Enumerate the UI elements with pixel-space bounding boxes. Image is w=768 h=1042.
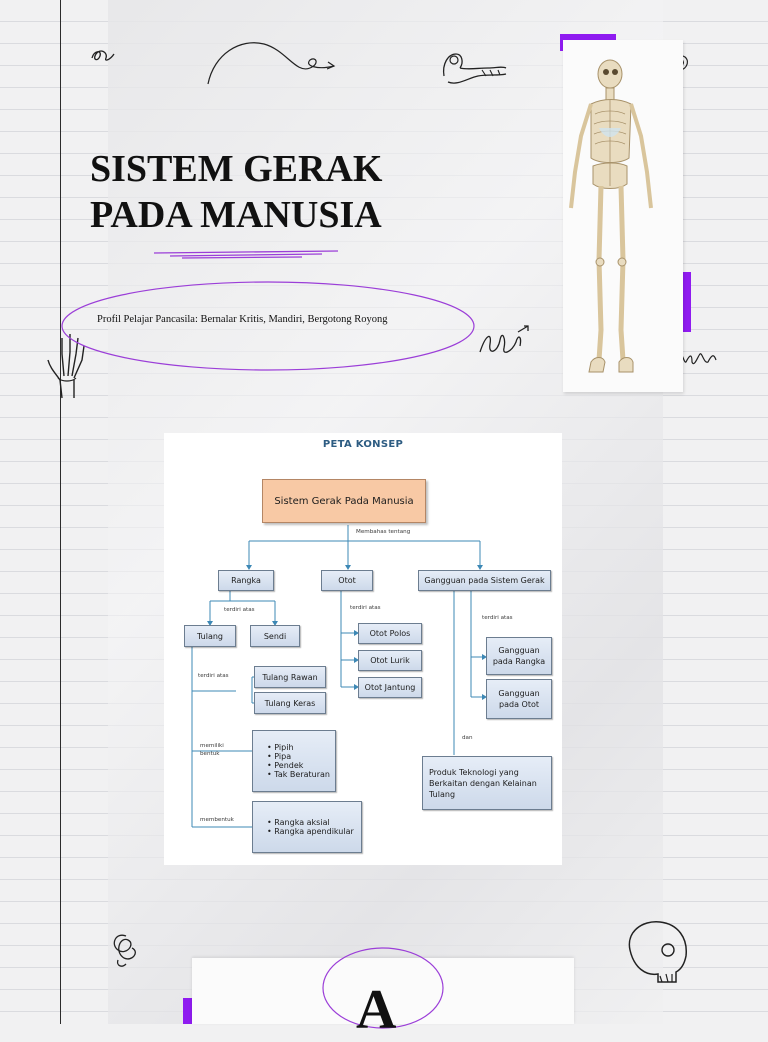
node-line: pada Otot bbox=[499, 700, 539, 709]
node-tulang-keras: Tulang Keras bbox=[254, 692, 326, 714]
concept-map: PETA KONSEP Sistem Gerak Pada Manusia Me… bbox=[164, 433, 562, 865]
loop-doodle-icon bbox=[479, 325, 529, 353]
node-otot: Otot bbox=[321, 570, 373, 591]
node-line: Gangguan bbox=[498, 689, 540, 698]
title-underline-scribble bbox=[153, 250, 339, 259]
node-line: Berkaitan dengan Kelainan bbox=[429, 778, 537, 788]
list-item: Tak Beraturan bbox=[267, 770, 330, 779]
page-title: SISTEM GERAK PADA MANUSIA bbox=[90, 146, 382, 238]
node-tulang-rawan: Tulang Rawan bbox=[254, 666, 326, 688]
node-line: Gangguan bbox=[498, 646, 540, 655]
node-otot-polos: Otot Polos bbox=[358, 623, 422, 644]
squiggle-icon bbox=[113, 934, 136, 967]
connector-label: terdiri atas bbox=[224, 607, 255, 613]
next-page-card bbox=[192, 958, 574, 1024]
hand-bones-icon bbox=[47, 334, 85, 399]
connector-label: bentuk bbox=[200, 751, 220, 757]
foot-bones-icon bbox=[442, 53, 507, 84]
node-tulang: Tulang bbox=[184, 625, 236, 647]
connector-label: Membahas tentang bbox=[356, 529, 411, 535]
node-gangguan-rangka: Gangguan pada Rangka bbox=[486, 637, 552, 675]
list-item: Pipih bbox=[267, 743, 330, 752]
concept-root-node: Sistem Gerak Pada Manusia bbox=[262, 479, 426, 523]
title-line-2: PADA MANUSIA bbox=[90, 194, 382, 236]
node-rangka-jenis: Rangka aksial Rangka apendikular bbox=[252, 801, 362, 853]
section-letter: A bbox=[356, 979, 397, 1041]
concept-map-connectors bbox=[191, 525, 487, 830]
node-gangguan-otot: Gangguan pada Otot bbox=[486, 679, 552, 719]
title-line-1: SISTEM GERAK bbox=[90, 148, 383, 190]
node-line: Tulang bbox=[429, 789, 456, 799]
connector-label: memiliki bbox=[200, 743, 224, 749]
node-rangka: Rangka bbox=[218, 570, 274, 591]
node-line: Produk Teknologi yang bbox=[429, 767, 519, 777]
node-otot-lurik: Otot Lurik bbox=[358, 650, 422, 671]
arrow-doodle-icon bbox=[207, 42, 336, 85]
skeleton-image bbox=[569, 59, 653, 373]
skeleton-card bbox=[563, 40, 683, 392]
squiggle-icon bbox=[91, 50, 115, 61]
profile-oval bbox=[61, 281, 475, 371]
node-otot-jantung: Otot Jantung bbox=[358, 677, 422, 698]
connector-label: dan bbox=[462, 735, 473, 741]
list-item: Pipa bbox=[267, 752, 330, 761]
connector-label: terdiri atas bbox=[198, 673, 229, 679]
skull-icon bbox=[628, 921, 687, 983]
connector-label: terdiri atas bbox=[350, 605, 381, 611]
list-item: Rangka apendikular bbox=[267, 827, 354, 836]
connector-label: terdiri atas bbox=[482, 615, 513, 621]
node-gangguan: Gangguan pada Sistem Gerak bbox=[418, 570, 551, 591]
list-item: Rangka aksial bbox=[267, 818, 354, 827]
node-bentuk-tulang: Pipih Pipa Pendek Tak Beraturan bbox=[252, 730, 336, 792]
connector-label: membentuk bbox=[200, 817, 234, 823]
node-sendi: Sendi bbox=[250, 625, 300, 647]
margin-line bbox=[60, 0, 61, 1024]
concept-map-heading: PETA KONSEP bbox=[322, 439, 404, 450]
list-item: Pendek bbox=[267, 761, 330, 770]
profile-pelajar-text: Profil Pelajar Pancasila: Bernalar Kriti… bbox=[97, 314, 388, 325]
node-line: pada Rangka bbox=[492, 657, 546, 666]
